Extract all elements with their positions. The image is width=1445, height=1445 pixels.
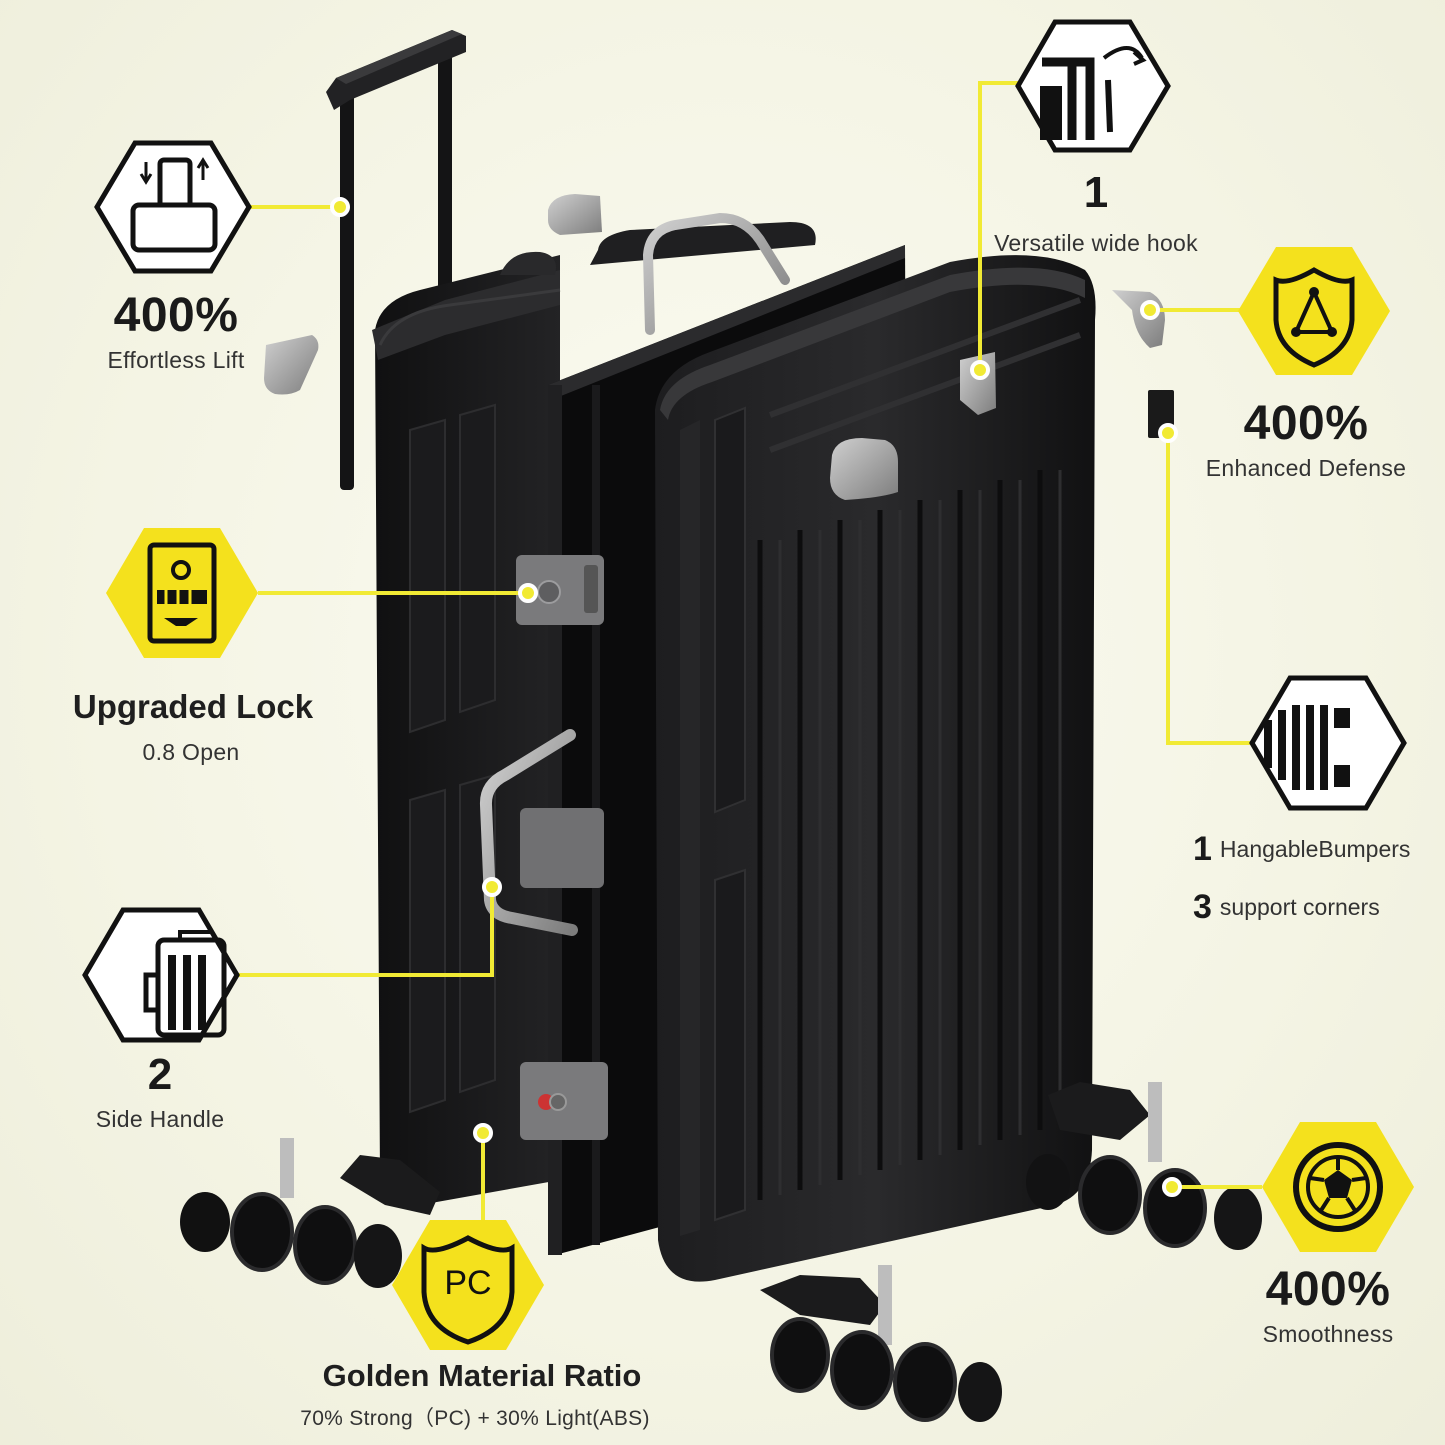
lock-label: 0.8 Open — [142, 739, 240, 765]
corner-count: 3 — [1193, 888, 1212, 926]
material-label: 70% Strong（PC) + 30% Light(ABS) — [300, 1407, 650, 1430]
tsa-lock-top — [516, 555, 604, 625]
bumper-row-1: 1 HangableBumpers — [1193, 830, 1410, 869]
back-shell — [372, 222, 816, 1205]
defense-value: 400% — [1243, 397, 1369, 450]
trolley-handle-icon — [94, 140, 252, 274]
loose-bumper-right — [1112, 290, 1165, 348]
hook-label: Versatile wide hook — [994, 230, 1198, 256]
bumper-label: HangableBumpers — [1219, 836, 1411, 862]
wheel-right — [1026, 1082, 1262, 1250]
lift-label: Effortless Lift — [107, 347, 245, 373]
wheel-left — [180, 1138, 440, 1288]
tsa-lock-icon — [106, 528, 258, 658]
spinner-wheel-icon — [1262, 1122, 1414, 1252]
hook-count: 1 — [1083, 168, 1109, 217]
side-handle-icon — [82, 907, 240, 1043]
smooth-label: Smoothness — [1262, 1321, 1394, 1347]
callout-lines — [235, 81, 1262, 1225]
wheel-bottom — [760, 1265, 1002, 1422]
bumper-count: 1 — [1193, 830, 1212, 868]
hangable-bumper-icon — [1249, 675, 1407, 811]
pc-badge: PC — [444, 1264, 492, 1302]
side-handle-label: Side Handle — [95, 1106, 225, 1132]
bumper-row-2: 3 support corners — [1193, 888, 1380, 927]
lift-value: 400% — [113, 289, 239, 342]
loose-corner-left — [264, 335, 319, 395]
corner-label: support corners — [1219, 894, 1380, 920]
wide-hook-icon — [1015, 19, 1171, 153]
loose-corner-top — [548, 194, 602, 235]
trolley-handle — [326, 30, 466, 490]
side-handle-count: 2 — [147, 1050, 173, 1099]
smooth-value: 400% — [1265, 1263, 1391, 1316]
material-title: Golden Material Ratio — [322, 1358, 642, 1393]
side-handle — [479, 729, 604, 936]
callout-dots — [330, 197, 1182, 1197]
top-handle — [642, 212, 790, 335]
front-shell — [655, 255, 1096, 1282]
tsa-lock-bottom — [520, 1062, 608, 1140]
shield-triangle-icon — [1238, 247, 1390, 375]
lock-title: Upgraded Lock — [72, 688, 314, 725]
defense-label: Enhanced Defense — [1205, 455, 1407, 481]
pc-shield-icon — [392, 1220, 544, 1350]
